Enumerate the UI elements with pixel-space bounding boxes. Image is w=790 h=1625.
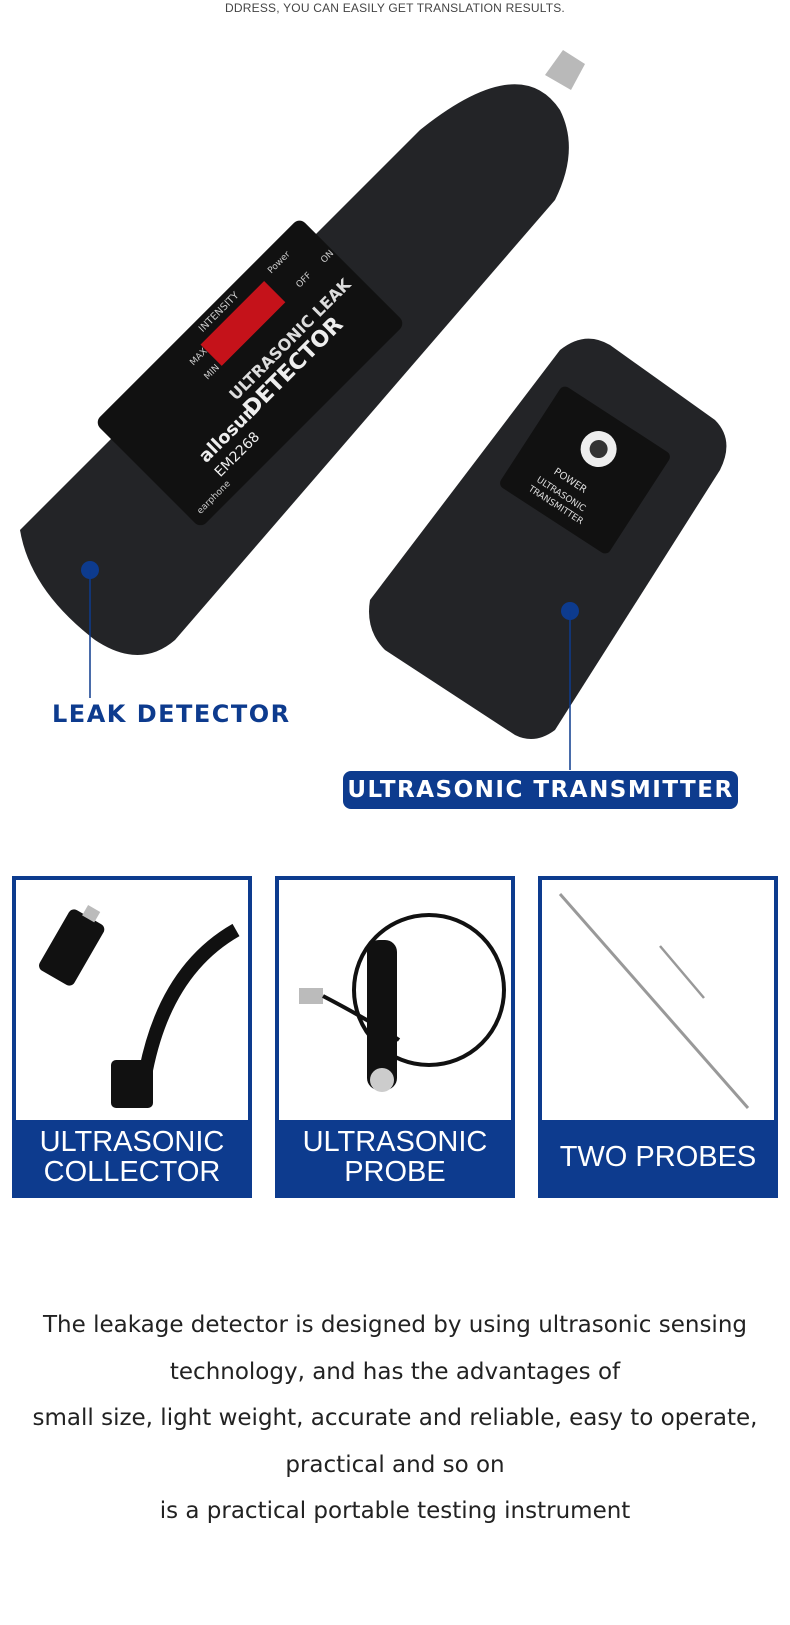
- probes-image: [558, 893, 750, 1109]
- product-description: The leakage detector is designed by usin…: [32, 1312, 758, 1524]
- label-ultrasonic-transmitter: ULTRASONIC TRANSMITTER: [343, 771, 738, 809]
- product-hero-image: ULTRASONIC LEAK DETECTOR allosun EM2268 …: [20, 50, 727, 770]
- connector-icon: [545, 50, 585, 90]
- led-bar: [200, 281, 286, 366]
- leak-detector-illustration: ULTRASONIC LEAK DETECTOR allosun EM2268 …: [20, 50, 585, 656]
- label-leak-detector: LEAK DETECTOR: [52, 700, 291, 728]
- probe-image: [299, 913, 506, 1092]
- ultrasonic-transmitter-illustration: POWER ULTRASONIC TRANSMITTER: [369, 338, 727, 739]
- card-two-probes: TWO PROBES: [538, 876, 778, 1198]
- collector-image: [39, 905, 240, 1108]
- card-caption: TWO PROBES: [542, 1120, 774, 1194]
- top-caption: DDRESS, YOU CAN EASILY GET TRANSLATION R…: [225, 1, 565, 15]
